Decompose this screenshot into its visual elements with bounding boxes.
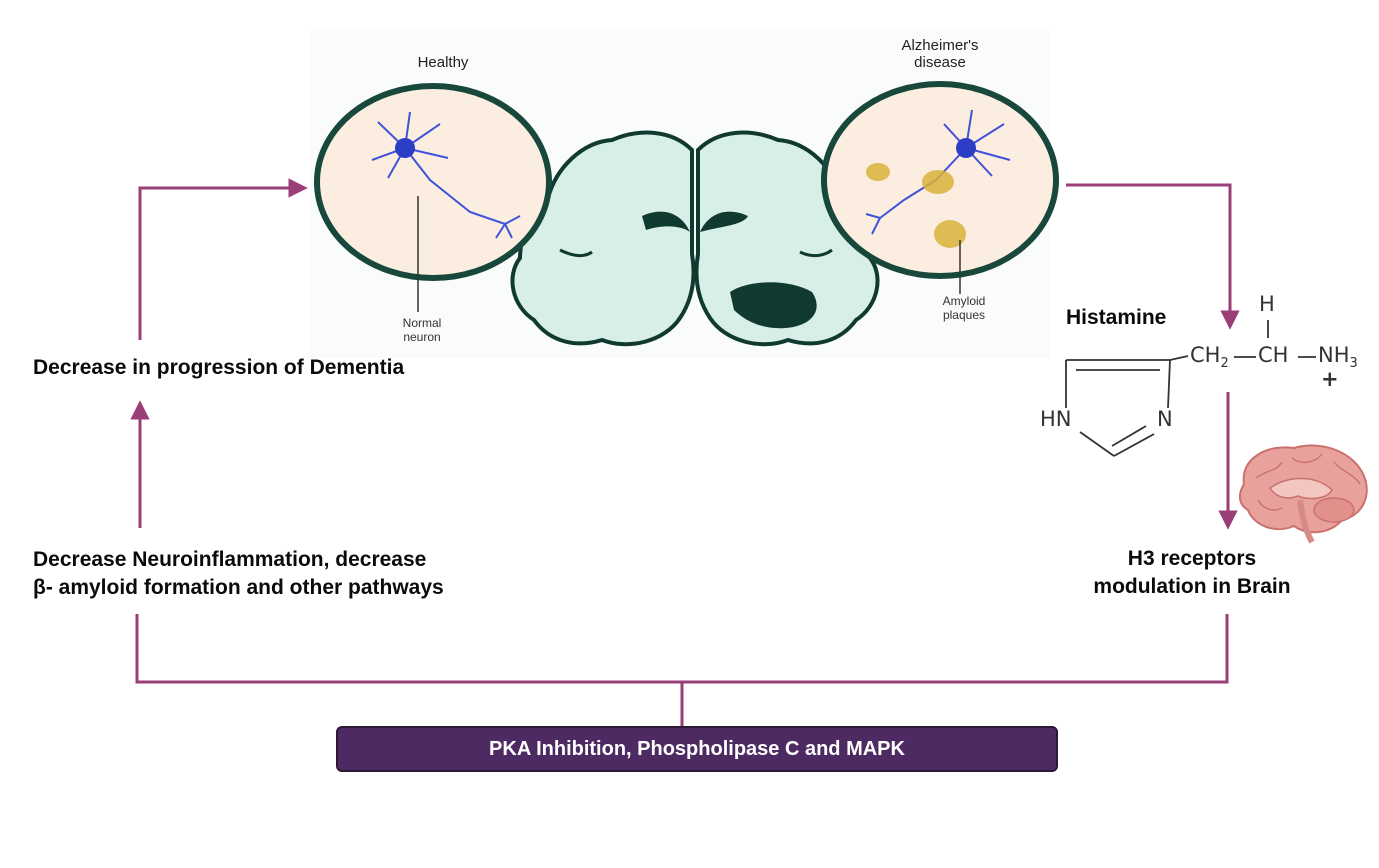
healthy-neuron-circle (314, 83, 552, 312)
alzheimers-label-line1: Alzheimer's (901, 37, 979, 54)
amyloid-plaque (866, 163, 890, 181)
normal-neuron-line1: Normal (402, 316, 442, 330)
alzheimers-neuron-circle (821, 81, 1059, 294)
left-ventricle (642, 211, 690, 232)
bottom-bracket (135, 614, 1229, 684)
atom-n: N (1157, 407, 1173, 431)
charge-plus: + (1321, 367, 1339, 391)
amyloid-plaque (922, 170, 954, 194)
neuroinflammation-line1: Decrease Neuroinflammation, decrease (33, 548, 427, 571)
alzheimers-label-line2: disease (914, 54, 966, 71)
alzheimers-neuron-soma (956, 138, 976, 158)
alzheimers-neuron-dendrites (865, 109, 1011, 235)
h3-receptors-label: H3 receptors modulation in Brain (1062, 545, 1322, 601)
atom-hn: HN (1040, 407, 1072, 431)
healthy-neuron-soma (395, 138, 415, 158)
right-ventricle (700, 211, 748, 232)
bond (1079, 431, 1115, 457)
nh3-text: NH (1318, 343, 1350, 367)
normal-neuron-line2: neuron (403, 330, 441, 344)
sulcus-right (799, 248, 833, 258)
bond (1167, 359, 1171, 409)
arrow-to-histamine (1066, 183, 1240, 330)
h3-line1: H3 receptors (1127, 547, 1257, 570)
bond (1111, 425, 1147, 447)
atom-ch: CH (1258, 343, 1289, 367)
nh3-subscript: 3 (1349, 356, 1358, 372)
bond (1113, 433, 1155, 457)
histamine-title: Histamine (1066, 306, 1167, 329)
flow-arrows (130, 178, 1240, 726)
healthy-neuron-dendrites (371, 111, 521, 239)
atom-h: H (1259, 292, 1275, 316)
alzheimers-label: Alzheimer's disease (870, 37, 1010, 71)
histamine-structure (1065, 320, 1316, 457)
h3-line2: modulation in Brain (1093, 575, 1291, 598)
sulcus-left (559, 248, 593, 258)
atom-nh3: NH3 (1318, 343, 1358, 371)
neuroinflammation-line2: β- amyloid formation and other pathways (33, 576, 444, 599)
neuroinflammation-label: Decrease Neuroinflammation, decrease β- … (33, 546, 444, 602)
left-hemisphere (510, 130, 696, 347)
healthy-label: Healthy (417, 54, 469, 71)
amyloid-plaques-label: Amyloid plaques (922, 294, 1006, 322)
ch2-text: CH (1190, 343, 1221, 367)
pka-label: PKA Inhibition, Phospholipase C and MAPK (489, 737, 905, 760)
pka-pathway-box: PKA Inhibition, Phospholipase C and MAPK (336, 726, 1058, 772)
dementia-label: Decrease in progression of Dementia (33, 356, 405, 379)
amyloid-plaque (934, 220, 966, 248)
amyloid-line1: Amyloid (942, 294, 986, 308)
amyloid-line2: plaques (942, 308, 986, 322)
bond (1169, 355, 1189, 361)
brain-sagittal-icon (1238, 444, 1368, 544)
ch2-subscript: 2 (1220, 356, 1229, 372)
arrow-to-healthy (138, 178, 308, 340)
atom-ch2: CH2 (1190, 343, 1229, 371)
normal-neuron-label: Normal neuron (380, 316, 464, 344)
enlarged-ventricle (730, 282, 817, 329)
